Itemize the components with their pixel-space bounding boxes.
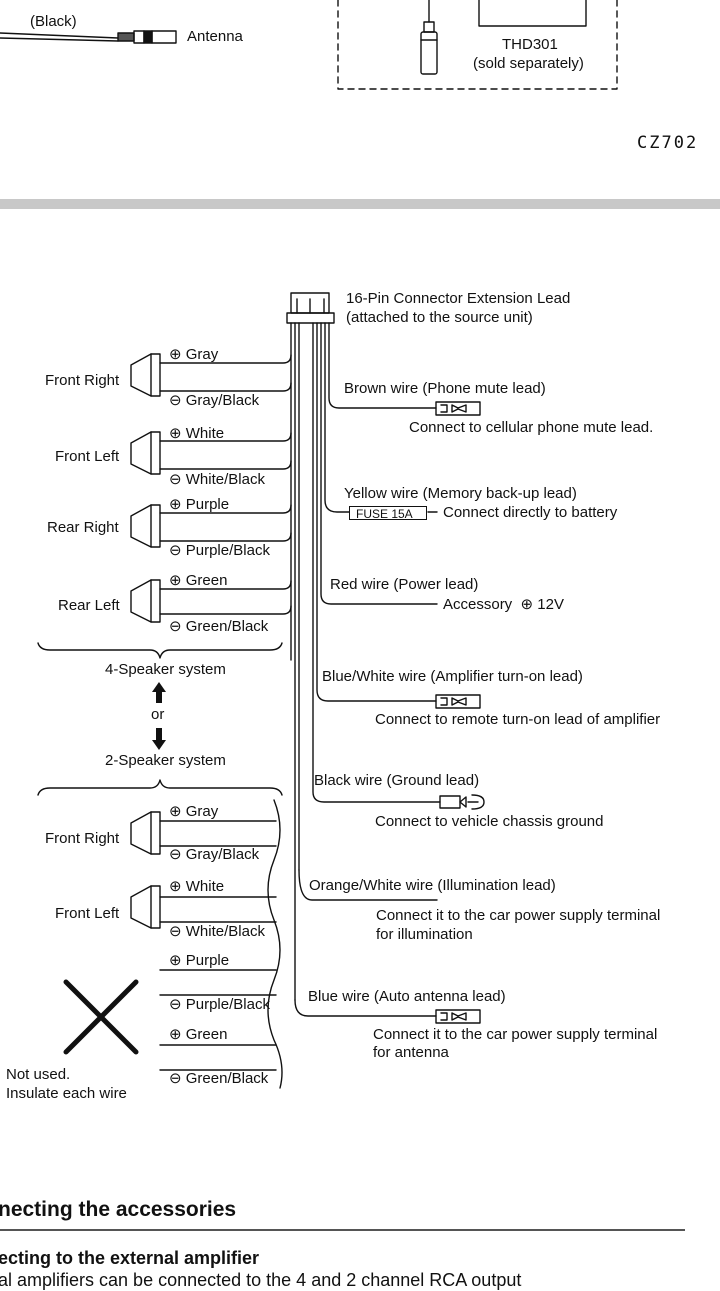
wire-gray-black-minus: ⊖ Gray/Black — [169, 392, 260, 409]
bundle-left — [290, 322, 300, 1001]
speaker2-front-left-label: Front Left — [55, 905, 120, 922]
wire-purple-plus: ⊕ Purple — [169, 496, 230, 513]
section-heading: necting the accessories — [0, 1198, 237, 1221]
wire-green-plus: ⊕ Green — [169, 572, 228, 589]
yellow-wire-desc: Connect directly to battery — [443, 504, 618, 521]
black-wire-desc: Connect to vehicle chassis ground — [375, 813, 604, 830]
wire2-gray-plus: ⊕ Gray — [169, 803, 219, 820]
antenna-label: Antenna — [187, 28, 243, 45]
speaker-cones-2 — [130, 811, 161, 929]
black-wire-label-ground: Black wire (Ground lead) — [314, 772, 480, 789]
cut-wire-edge — [267, 799, 283, 1089]
speaker-wires-2 — [159, 820, 277, 1071]
section-subheading: ecting to the external amplifier — [0, 1248, 260, 1268]
unused-purple-plus: ⊕ Purple — [169, 952, 230, 969]
unused-green-plus: ⊕ Green — [169, 1026, 228, 1043]
connector-title: 16-Pin Connector Extension Lead — [346, 290, 571, 307]
sold-separately-label: (sold separately) — [473, 55, 584, 72]
thd301-box — [337, 0, 618, 90]
blue-white-wire-label: Blue/White wire (Amplifier turn-on lead) — [322, 668, 583, 685]
insulate-note: Insulate each wire — [6, 1085, 127, 1102]
brown-wire-label: Brown wire (Phone mute lead) — [344, 380, 546, 397]
wire2-white-black-minus: ⊖ White/Black — [169, 923, 265, 940]
yellow-wire-label: Yellow wire (Memory back-up lead) — [344, 485, 577, 502]
four-speaker-system-label: 4-Speaker system — [105, 661, 226, 678]
red-wire-label: Red wire (Power lead) — [330, 576, 479, 593]
speaker2-front-right-label: Front Right — [45, 830, 120, 847]
thd301-label: THD301 — [502, 36, 558, 53]
speaker-front-left-label: Front Left — [55, 448, 120, 465]
section-body-text: al amplifiers can be connected to the 4 … — [0, 1270, 522, 1290]
wire-green-black-minus: ⊖ Green/Black — [169, 618, 269, 635]
speaker-wires-4 — [159, 354, 292, 615]
unused-purple-black-minus: ⊖ Purple/Black — [169, 996, 270, 1013]
or-arrows — [152, 682, 166, 750]
wire2-white-plus: ⊕ White — [169, 878, 225, 895]
not-used-cross — [63, 979, 139, 1055]
wire-gray-plus: ⊕ Gray — [169, 346, 219, 363]
orange-white-wire-label: Orange/White wire (Illumination lead) — [309, 877, 556, 894]
black-wire-label: (Black) — [30, 13, 77, 30]
speaker-rear-left-label: Rear Left — [58, 597, 120, 614]
connector-plug — [286, 292, 335, 324]
heading-rule — [0, 1229, 685, 1231]
two-speaker-system-label: 2-Speaker system — [105, 752, 226, 769]
wire-purple-black-minus: ⊖ Purple/Black — [169, 542, 270, 559]
blue-wire-desc-1: Connect it to the car power supply termi… — [373, 1026, 658, 1043]
wire-white-plus: ⊕ White — [169, 425, 225, 442]
section-divider-bar — [0, 199, 720, 209]
wire-white-black-minus: ⊖ White/Black — [169, 471, 265, 488]
brace-2 — [37, 779, 283, 796]
wire2-gray-black-minus: ⊖ Gray/Black — [169, 846, 260, 863]
red-wire-desc: Accessory ⊕ 12V — [443, 596, 564, 613]
speaker-rear-right-label: Rear Right — [47, 519, 119, 536]
connector-subtitle: (attached to the source unit) — [346, 309, 533, 326]
right-leads — [294, 322, 441, 1017]
terminal-connectors — [435, 401, 485, 1024]
fuse-15a-box: FUSE 15A — [349, 506, 427, 521]
unused-green-black-minus: ⊖ Green/Black — [169, 1070, 269, 1087]
not-used-note: Not used. — [6, 1066, 71, 1083]
blue-white-wire-desc: Connect to remote turn-on lead of amplif… — [375, 711, 661, 728]
orange-white-wire-desc-1: Connect it to the car power supply termi… — [376, 907, 661, 924]
antenna-cable — [0, 30, 177, 44]
speaker-cones-4 — [130, 353, 161, 623]
brace-4 — [37, 642, 283, 659]
orange-white-wire-desc-2: for illumination — [376, 926, 473, 943]
blue-wire-label: Blue wire (Auto antenna lead) — [308, 988, 506, 1005]
speaker-front-right-label: Front Right — [45, 372, 120, 389]
blue-wire-desc-2: for antenna — [373, 1044, 449, 1061]
brown-wire-desc: Connect to cellular phone mute lead. — [409, 419, 654, 436]
or-label: or — [151, 706, 165, 723]
model-number: CZ702 — [637, 133, 699, 153]
